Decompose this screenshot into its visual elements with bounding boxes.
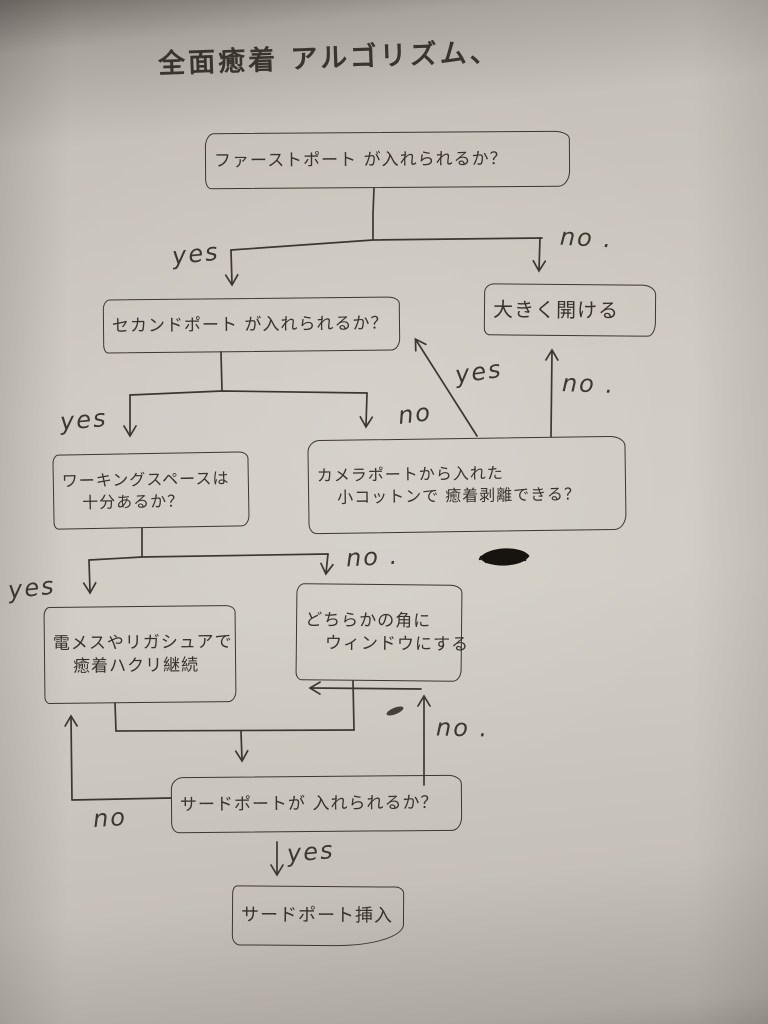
edge-merge-cross: [115, 729, 355, 732]
edge-second-stem: [220, 351, 223, 392]
node-label: ワーキングスペースは: [61, 468, 230, 491]
page-title: 全面癒着 アルゴリズム、: [157, 37, 501, 80]
node-label: 大きく開ける: [492, 296, 620, 322]
edge-third-no-right-horiz: [308, 681, 422, 695]
edge-cautery-drop: [114, 702, 117, 732]
edge-merge-center-drop: [234, 730, 249, 763]
edge-label-third-yes: yes: [285, 835, 336, 869]
edge-cotton-no-up: [545, 348, 559, 438]
node-second-port: セカンドポート が入れられるか？: [102, 296, 401, 354]
node-camera-cotton: カメラポートから入れた 小コットンで 癒着剥離できる？: [307, 435, 627, 535]
node-label: どちらかの角に: [305, 609, 432, 632]
edge-space-cross: [88, 553, 329, 561]
node-label: ウィンドウにする: [324, 632, 470, 655]
edge-second-no-drop: [359, 392, 374, 429]
edge-label-first-yes: yes: [170, 237, 221, 271]
node-working-space: ワーキングスペースは 十分あるか？: [52, 451, 250, 530]
edge-first-cross: [230, 237, 543, 251]
node-label: 電メスやリガシュアで: [52, 631, 233, 654]
edge-third-no-left-return: [64, 714, 172, 801]
edge-window-drop: [352, 680, 355, 731]
node-first-port: ファーストポート が入れられるか？: [204, 130, 571, 190]
edge-space-yes-drop: [82, 559, 97, 595]
node-open-wide: 大きく開ける: [483, 283, 657, 337]
edge-label-cotton-yes: yes: [453, 354, 505, 390]
edge-first-stem: [372, 187, 375, 240]
edge-first-no-drop: [532, 237, 547, 273]
node-insert-third-port: サードポート挿入: [231, 885, 405, 947]
edge-space-no-drop: [320, 553, 334, 576]
edge-label-first-no: no .: [559, 222, 614, 254]
edge-label-space-no: no .: [345, 541, 400, 573]
edge-label-space-yes: yes: [6, 571, 57, 605]
edge-label-second-no: no: [396, 398, 434, 430]
edge-label-third-no-left: no: [92, 802, 128, 834]
node-label: セカンドポート が入れられるか？: [111, 313, 389, 336]
node-label: 癒着ハクリ継続: [73, 654, 200, 677]
edge-label-third-no-right: no .: [435, 713, 490, 743]
node-label: サードポート挿入: [240, 904, 394, 927]
edge-first-yes-drop: [224, 249, 239, 287]
edge-label-cotton-no: no .: [561, 369, 616, 399]
node-make-window: どちらかの角に ウィンドウにする: [295, 583, 470, 682]
node-label: 小コットンで 癒着剥離できる？: [337, 484, 582, 507]
edge-label-second-yes: yes: [58, 403, 109, 437]
node-cautery-continue: 電メスやリガシュアで 癒着ハクリ継続: [43, 604, 237, 705]
edge-second-cross: [129, 390, 368, 396]
node-third-port: サードポートが 入れられるか？: [170, 774, 463, 834]
ink-scribble: [478, 548, 530, 566]
ink-smudge: [386, 706, 404, 716]
node-label: ファーストポート が入れられるか？: [213, 148, 508, 171]
node-label: 十分あるか？: [82, 490, 185, 512]
node-label: サードポートが 入れられるか？: [179, 792, 439, 815]
